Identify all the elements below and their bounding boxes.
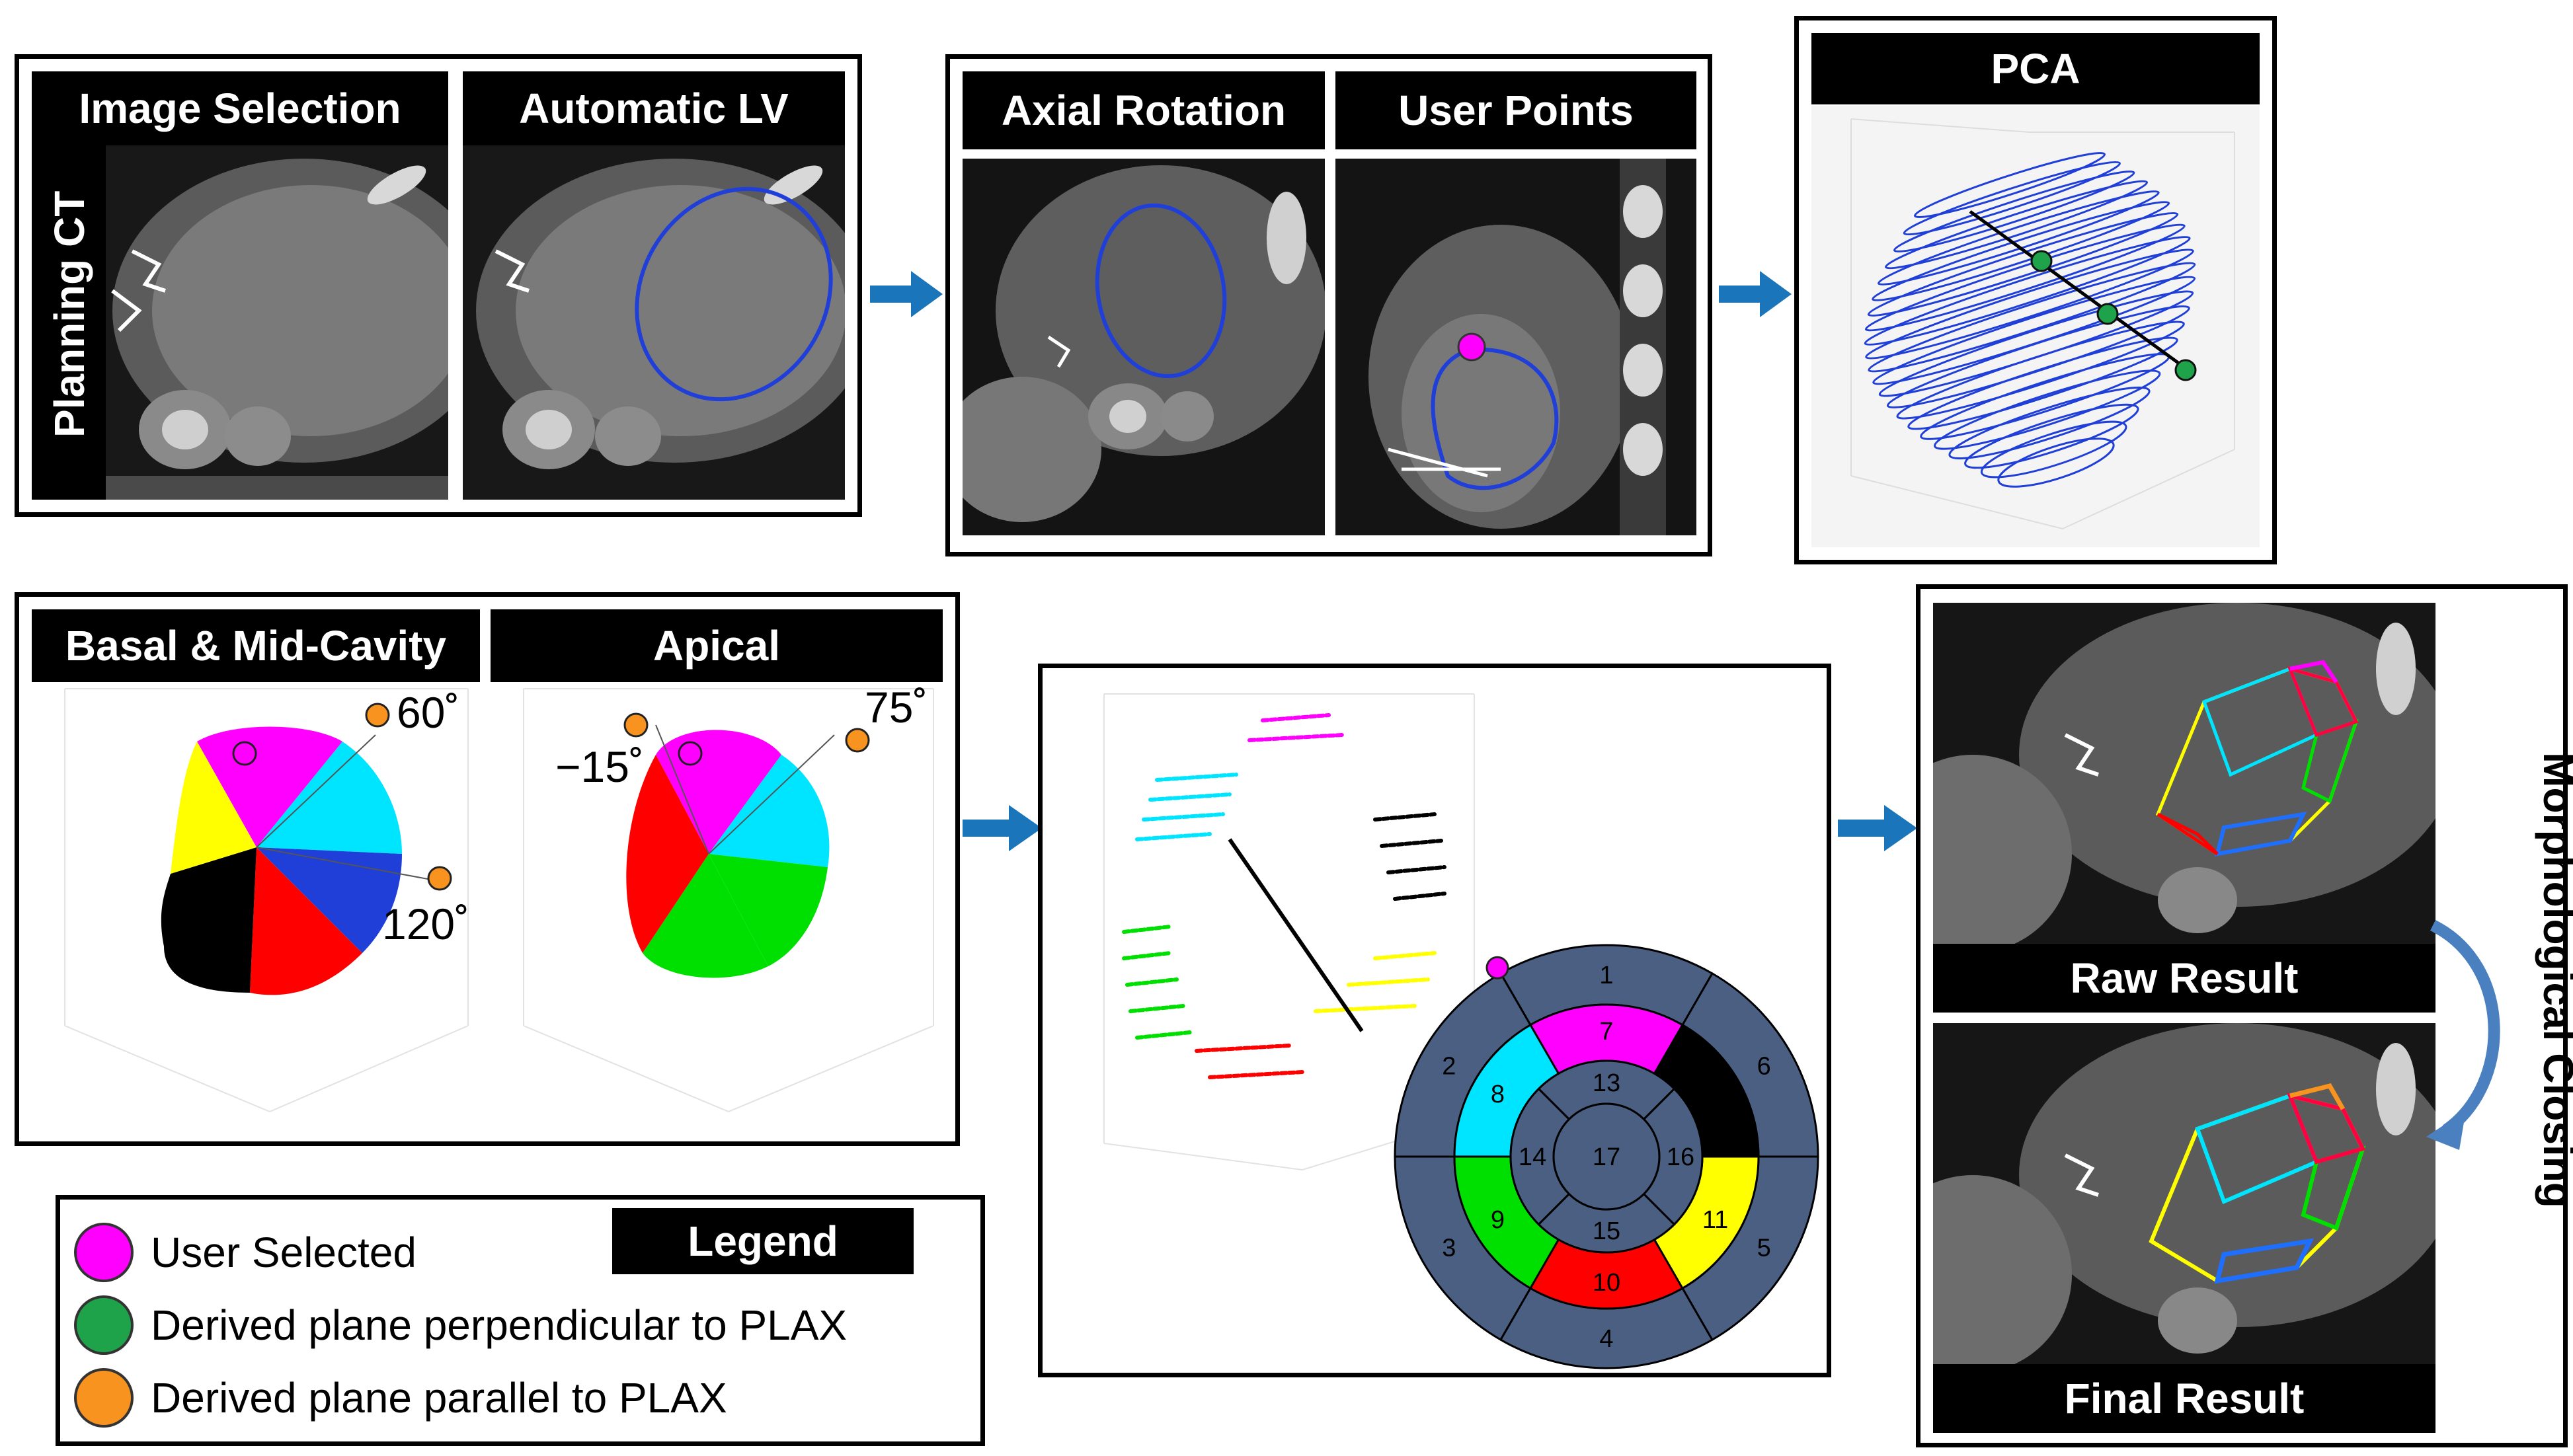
pca-contour-ring xyxy=(1903,161,2121,236)
basal-mid-header: Basal & Mid-Cavity xyxy=(32,609,480,682)
legend-swatch-green xyxy=(74,1295,134,1355)
pca-plot xyxy=(1811,106,2260,547)
legend-box xyxy=(56,1195,985,1446)
legend-title: Legend xyxy=(612,1208,914,1274)
pca-contour-ring xyxy=(1867,211,2179,317)
bullseye-label: 10 xyxy=(1593,1269,1620,1297)
point-cloud-row xyxy=(1261,713,1331,722)
point-cloud-row xyxy=(1148,792,1232,802)
pca-contour-ring xyxy=(1964,403,2139,469)
planning-ct-label-bg xyxy=(32,145,106,500)
point-cloud-row xyxy=(1135,832,1212,841)
morph-closing-label: Morphological Closing xyxy=(2535,752,2573,1208)
legend-item-user-selected: User Selected xyxy=(74,1223,416,1282)
pca-contour-ring xyxy=(1948,386,2151,460)
user-points-ct xyxy=(1335,159,1696,535)
angle-75-label: 75˚ xyxy=(865,683,928,732)
point-cloud-row xyxy=(1128,1004,1185,1013)
flow-arrow-4 xyxy=(1838,805,1917,851)
bullseye-label: 11 xyxy=(1702,1206,1728,1234)
point-cloud-row xyxy=(1135,1030,1192,1040)
bullseye-user-marker xyxy=(1485,956,1509,979)
legend-swatch-magenta xyxy=(74,1223,134,1282)
final-result-ct xyxy=(1933,1023,2435,1364)
point-cloud-row xyxy=(1386,865,1446,874)
bullseye-label: 6 xyxy=(1757,1053,1771,1081)
legend-label: Derived plane perpendicular to PLAX xyxy=(151,1301,848,1349)
axial-rotation-ct xyxy=(963,159,1325,535)
apical-header: Apical xyxy=(491,609,943,682)
apical-plot xyxy=(491,682,943,1129)
legend-label: User Selected xyxy=(151,1229,416,1276)
automatic-lv-ct xyxy=(463,145,845,500)
pca-contour-ring xyxy=(1864,235,2191,346)
user-points-header: User Points xyxy=(1335,71,1696,149)
image-selection-ct xyxy=(106,145,448,500)
bullseye-label: 14 xyxy=(1519,1143,1546,1171)
bullseye-label: 17 xyxy=(1593,1143,1620,1171)
pca-header: PCA xyxy=(1811,33,2260,104)
point-cloud-row xyxy=(1125,977,1179,987)
point-cloud-row xyxy=(1314,1004,1417,1013)
pca-contour-ring xyxy=(1865,249,2194,360)
pca-contour-ring xyxy=(1980,420,2127,479)
final-result-label: Final Result xyxy=(1933,1364,2435,1433)
point-cloud-row xyxy=(1380,839,1443,848)
planning-ct-label: Planning CT xyxy=(46,190,93,438)
pca-contour-ring xyxy=(1868,262,2196,373)
bullseye-label: 1 xyxy=(1599,962,1613,989)
automatic-lv-header: Automatic LV xyxy=(463,71,845,145)
flow-arrow-3 xyxy=(963,805,1042,851)
axial-rotation-header: Axial Rotation xyxy=(963,71,1325,149)
pca-contour-ring xyxy=(1914,152,2106,218)
bullseye-label: 2 xyxy=(1442,1053,1456,1081)
angle-60-label: 60˚ xyxy=(397,688,460,737)
bullseye-label: 15 xyxy=(1593,1217,1620,1245)
point-cloud-row xyxy=(1393,892,1446,901)
bullseye-label: 12 xyxy=(1701,1081,1729,1108)
pca-contour-ring xyxy=(1872,201,2170,301)
point-cloud-plot xyxy=(1064,681,1487,1183)
point-cloud-row xyxy=(1247,733,1344,742)
bullseye-label: 8 xyxy=(1491,1081,1505,1108)
pca-contour-ring xyxy=(1884,180,2149,270)
bullseye-label: 3 xyxy=(1442,1235,1456,1262)
pca-contour-ring xyxy=(1934,369,2161,450)
point-cloud-row xyxy=(1373,812,1437,822)
bullseye-label: 7 xyxy=(1599,1018,1613,1046)
point-cloud-row xyxy=(1155,773,1238,782)
point-cloud-row xyxy=(1347,977,1430,987)
pca-contour-ring xyxy=(1907,336,2178,430)
angle-120-label: 120˚ xyxy=(382,900,470,948)
angle-minus15-label: −15˚ xyxy=(555,742,644,791)
flow-arrow-2 xyxy=(1719,271,1792,317)
image-selection-header: Image Selection xyxy=(32,71,448,145)
pca-contour-ring xyxy=(1864,223,2186,332)
point-cloud-row xyxy=(1122,925,1172,934)
bullseye-label: 13 xyxy=(1593,1069,1620,1097)
point-cloud-row xyxy=(1195,1044,1291,1053)
point-cloud-row xyxy=(1373,951,1437,960)
bullseye-label: 9 xyxy=(1491,1206,1505,1234)
bullseye-label: 5 xyxy=(1757,1235,1771,1262)
morph-closing-arrow xyxy=(2426,919,2500,1150)
legend-item-perpendicular: Derived plane perpendicular to PLAX xyxy=(74,1295,847,1355)
bullseye-apex xyxy=(1552,1102,1661,1211)
pca-contour-ring xyxy=(1997,438,2115,488)
flow-arrow-1 xyxy=(870,271,943,317)
bullseye-label: 4 xyxy=(1599,1325,1613,1353)
point-cloud-row xyxy=(1208,1070,1304,1079)
point-cloud-row xyxy=(1142,812,1225,822)
raw-result-label: Raw Result xyxy=(1933,944,2435,1013)
legend-swatch-orange xyxy=(74,1368,134,1428)
point-cloud-row xyxy=(1122,951,1172,960)
pca-contour-ring xyxy=(1893,170,2135,253)
pca-contour-ring xyxy=(1896,321,2185,420)
bullseye-label: 16 xyxy=(1667,1143,1694,1171)
legend-label: Derived plane parallel to PLAX xyxy=(151,1374,727,1422)
legend-item-parallel: Derived plane parallel to PLAX xyxy=(74,1368,727,1428)
basal-mid-plot xyxy=(32,682,480,1129)
raw-result-ct xyxy=(1933,603,2435,944)
